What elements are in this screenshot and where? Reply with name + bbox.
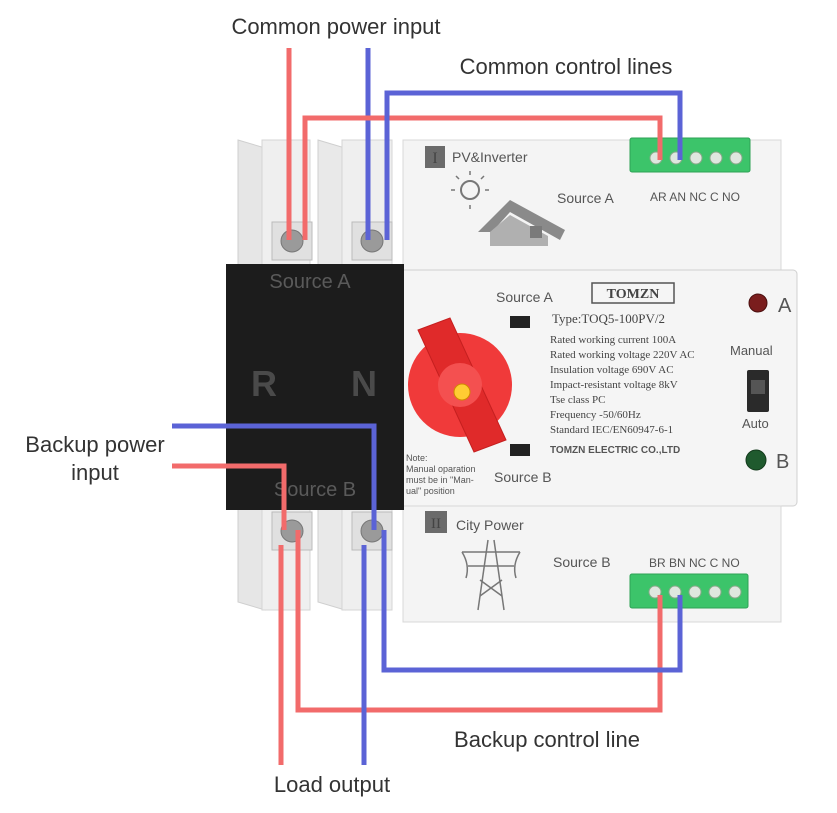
panel-brand: TOMZN <box>607 287 660 302</box>
bottom-module-roman: II <box>431 516 441 532</box>
knob-indicator-icon <box>453 383 471 401</box>
callout-backup-power-input-line1: Backup power <box>25 432 164 457</box>
note-line: Manual oparation <box>406 464 476 474</box>
bottom-module-roman-badge <box>425 511 447 533</box>
top-terminal-block <box>629 137 751 173</box>
top-module-title: PV&Inverter <box>452 149 528 165</box>
power-tower-icon <box>461 539 521 611</box>
indicator-b-label: B <box>776 451 789 473</box>
callout-common-power-input: Common power input <box>231 14 440 39</box>
top-terminal-labels: AR AN NC C NO <box>650 190 740 204</box>
spec-line: Tse class PC <box>550 394 605 406</box>
common-control-neutral-wire <box>384 90 683 240</box>
callout-common-control-lines: Common control lines <box>460 54 673 79</box>
top-module: I PV&Inverter Source A AR AN NC C NO <box>402 137 782 276</box>
note-line: ual" position <box>406 486 455 496</box>
bottom-module-source-label: Source B <box>553 554 611 570</box>
bottom-terminal-labels: BR BN NC C NO <box>649 556 740 570</box>
spec-line: Rated working current 100A <box>550 334 676 346</box>
backup-live-wire <box>172 463 287 530</box>
bottom-module: II City Power Source B BR BN NC C NO <box>402 505 782 623</box>
panel-source-b-label: Source B <box>494 469 552 485</box>
breaker-source-b: Source B <box>274 479 356 501</box>
breaker-pole-r: R <box>251 363 277 404</box>
main-panel: Source A Source B TOMZN Type:TOQ5-100PV/… <box>391 269 798 507</box>
top-module-roman-badge <box>425 146 445 168</box>
source-a-window <box>510 316 530 328</box>
spec-plate: Type:TOQ5-100PV/2 Rated working current … <box>550 311 695 456</box>
backup-control-live-wire <box>295 530 663 713</box>
callout-backup-control-line: Backup control line <box>454 727 640 752</box>
spec-line: Standard IEC/EN60947-6-1 <box>550 424 673 436</box>
breaker-body: Source A R N Source B <box>226 264 404 510</box>
top-module-roman: I <box>432 150 437 167</box>
source-b-window <box>510 444 530 456</box>
manual-label: Manual <box>730 343 773 358</box>
breaker-source-a: Source A <box>269 271 351 293</box>
manual-note: Note: Manual oparation must be in "Man- … <box>406 453 476 496</box>
screw-icon <box>280 229 304 253</box>
wires <box>172 48 683 765</box>
common-control-live-wire <box>302 115 663 240</box>
auto-label: Auto <box>742 416 769 431</box>
solar-house-icon <box>451 171 565 246</box>
bottom-terminal-block <box>629 573 749 609</box>
spec-line: Insulation voltage 690V AC <box>550 364 674 376</box>
panel-source-a-label: Source A <box>496 289 553 305</box>
backup-control-neutral-wire <box>381 530 683 673</box>
callout-load-output: Load output <box>274 772 390 797</box>
callout-backup-power-input-line2: input <box>71 460 119 485</box>
indicator-b-lamp <box>745 449 767 471</box>
spec-line: Frequency -50/60Hz <box>550 409 641 421</box>
bottom-module-title: City Power <box>456 517 524 533</box>
backup-neutral-wire <box>172 423 377 530</box>
indicator-a-label: A <box>778 295 792 317</box>
screw-icon <box>360 229 384 253</box>
spec-line: Type:TOQ5-100PV/2 <box>552 311 665 326</box>
spec-line: Rated working voltage 220V AC <box>550 349 695 361</box>
top-module-source-label: Source A <box>557 190 614 206</box>
company-name: TOMZN ELECTRIC CO.,LTD <box>550 445 680 456</box>
spec-line: Impact-resistant voltage 8kV <box>550 379 678 391</box>
rotary-knob[interactable] <box>408 317 512 453</box>
indicator-a-lamp <box>748 293 768 313</box>
note-line: Note: <box>406 453 428 463</box>
breaker-pole-n: N <box>351 363 377 404</box>
brand-box <box>591 282 675 304</box>
note-line: must be in "Man- <box>406 475 474 485</box>
